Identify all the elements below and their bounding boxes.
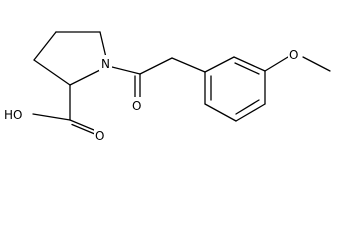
bond-ar3-omethoxy bbox=[264, 56, 289, 72]
bond-aromatic-inner-2 bbox=[235, 99, 260, 115]
bond-ar4-ar5 bbox=[235, 103, 266, 122]
methoxy-group bbox=[264, 56, 331, 72]
bond-ch2-ring bbox=[171, 57, 206, 73]
atom-label-hydroxyl: HO bbox=[4, 108, 22, 122]
bond-ccooh-o-double-b bbox=[71, 123, 97, 136]
bond-ccarbonyl-ch2 bbox=[139, 57, 173, 75]
atom-label-acid-oxygen: O bbox=[95, 129, 104, 143]
atom-label-nitrogen: N bbox=[101, 57, 110, 71]
bond-aromatic-inner-1 bbox=[234, 62, 260, 75]
bond-omethoxy-ch3 bbox=[302, 56, 331, 72]
bond-ar5-ar6 bbox=[204, 103, 237, 122]
bond-ar1-ar2 bbox=[204, 56, 235, 73]
molecule-structure-diagram: N O HO O O bbox=[3, 31, 331, 143]
acyl-linker bbox=[107, 57, 206, 99]
atom-label-methoxy-oxygen: O bbox=[289, 48, 298, 62]
bond-c5-c2 bbox=[33, 31, 57, 61]
bond-n-ccarbonyl bbox=[107, 65, 141, 75]
benzene-ring bbox=[204, 56, 266, 122]
pyrrolidine-ring bbox=[33, 31, 109, 86]
atom-label-ketone-oxygen: O bbox=[132, 99, 141, 113]
bond-c4-c5 bbox=[33, 59, 71, 86]
bond-ccooh-o-double-a bbox=[69, 119, 95, 131]
bond-ar2-ar3 bbox=[233, 56, 266, 72]
bond-ccooh-oh bbox=[32, 113, 71, 121]
carboxylic-acid-group bbox=[32, 84, 97, 136]
atom-labels: N O HO O O bbox=[3, 46, 302, 143]
